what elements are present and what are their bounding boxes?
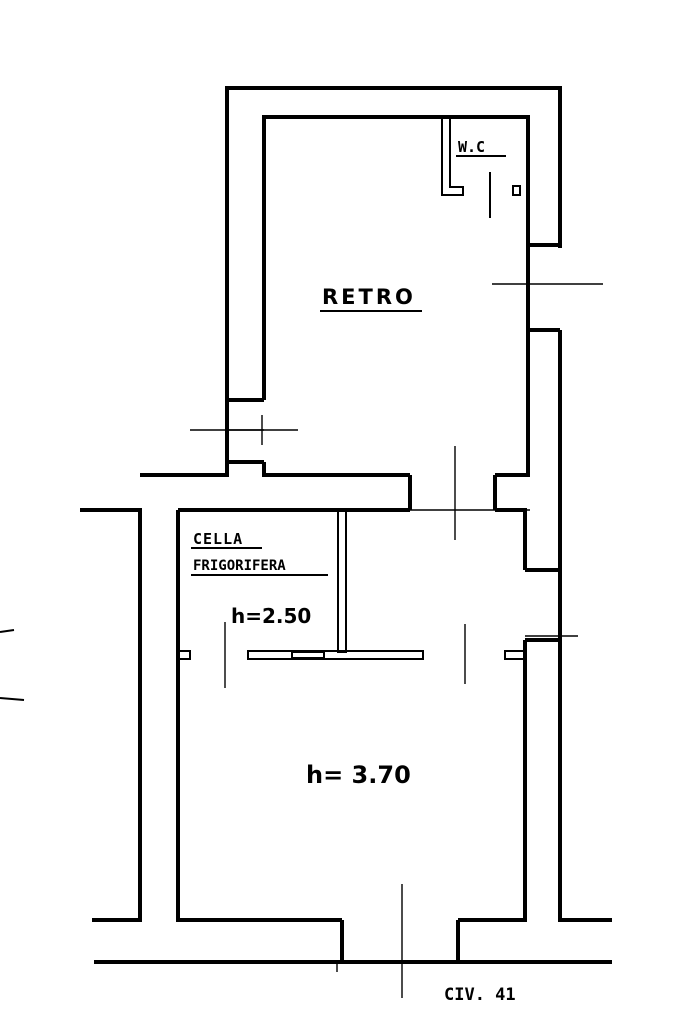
cella-door-panel — [291, 651, 325, 659]
retro-left-wall-lower — [140, 398, 410, 477]
retro-outer-wall — [225, 86, 612, 922]
retro-inner-wall — [262, 115, 560, 477]
margin-mark-top — [0, 629, 15, 633]
retro-openings — [190, 283, 603, 445]
main-inner-wall — [176, 508, 527, 922]
passage-left-pier — [408, 475, 497, 510]
cella-left-stub — [177, 650, 191, 660]
margin-mark-bottom — [0, 697, 25, 701]
margin-marks — [0, 629, 25, 701]
plan-labels: RETRO W.C CELLA FRIGORIFERA h=2.50 h= 3.… — [191, 138, 516, 1005]
label-civic-number: CIV. 41 — [444, 985, 516, 1005]
label-wc: W.C — [458, 138, 485, 156]
label-retro: RETRO — [322, 285, 416, 309]
label-height-main: h= 3.70 — [306, 761, 411, 789]
main-left-exterior-wall — [80, 508, 142, 922]
cella-partitions — [177, 509, 526, 688]
cella-horizontal-partition — [247, 650, 424, 660]
main-right-opening — [525, 568, 560, 642]
wc-partition-wall — [441, 117, 464, 196]
cella-vertical-partition — [337, 509, 347, 653]
label-height-cella: h=2.50 — [231, 604, 311, 628]
label-cella-line1: CELLA — [193, 530, 243, 548]
main-bottom-facade — [94, 920, 612, 964]
room-retro-walls — [140, 86, 612, 922]
label-cella-line2: FRIGORIFERA — [193, 558, 286, 574]
passage-retro-cella — [298, 446, 530, 540]
room-main-walls — [80, 508, 612, 998]
cella-right-stub — [504, 650, 526, 660]
wc-fixture — [512, 185, 521, 196]
wc-partition — [441, 117, 521, 218]
